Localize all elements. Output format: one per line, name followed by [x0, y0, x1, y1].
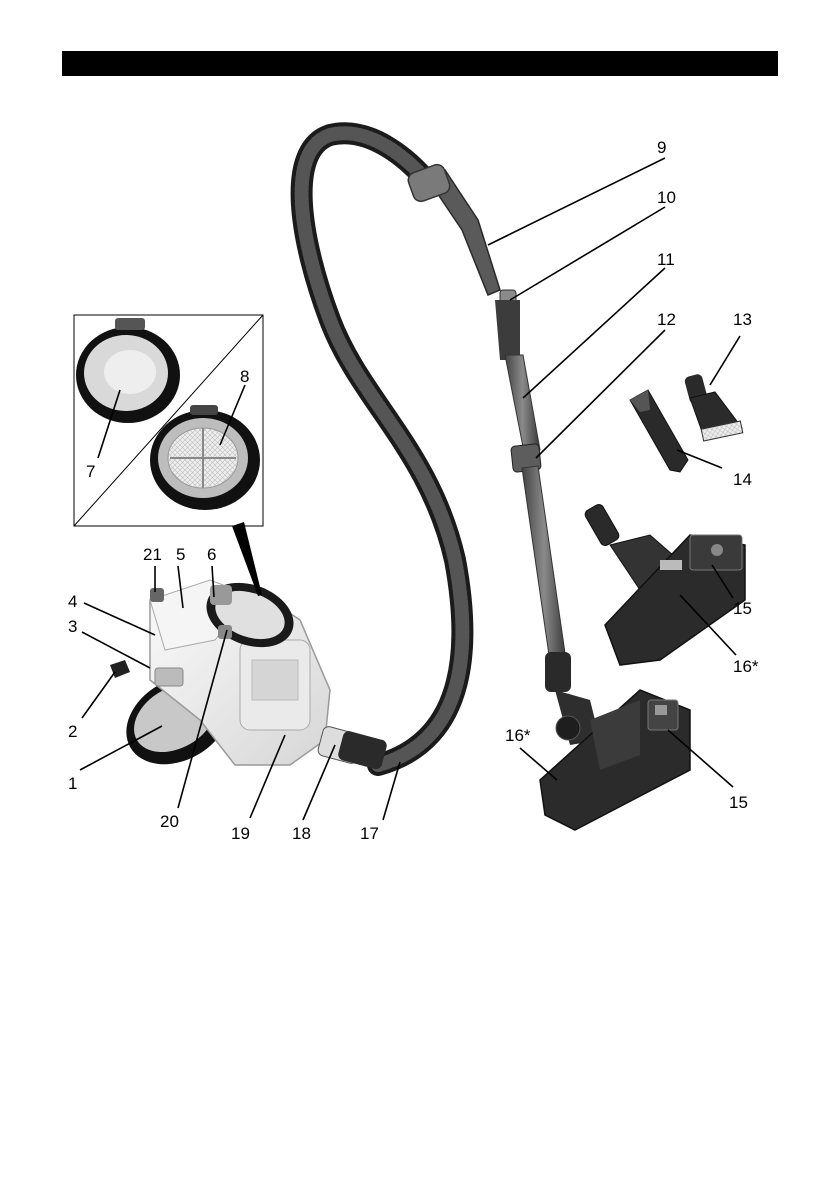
crevice-nozzle — [630, 390, 688, 472]
callout-18: 18 — [292, 824, 311, 843]
callout-7: 7 — [86, 462, 95, 481]
callout-3: 3 — [68, 617, 77, 636]
callout-14: 14 — [733, 470, 752, 489]
filter-inset — [74, 315, 263, 526]
floor-nozzle-attached — [540, 690, 690, 830]
callout-5: 5 — [176, 545, 185, 564]
telescopic-tube — [505, 355, 571, 692]
suction-hose — [302, 133, 520, 765]
callout-1: 1 — [68, 774, 77, 793]
callout-15-lower: 15 — [729, 793, 748, 812]
callout-15-upper: 15 — [733, 599, 752, 618]
callout-21: 21 — [143, 545, 162, 564]
callout-16-upper: 16* — [733, 657, 759, 676]
vacuum-body — [110, 571, 388, 782]
callout-12: 12 — [657, 310, 676, 329]
upholstery-nozzle — [684, 373, 743, 441]
callout-4: 4 — [68, 592, 77, 611]
callout-10: 10 — [657, 188, 676, 207]
callout-8: 8 — [240, 367, 249, 386]
callout-11: 11 — [657, 250, 675, 269]
callout-16-lower: 16* — [505, 726, 531, 745]
callout-17: 17 — [360, 824, 379, 843]
callout-13: 13 — [733, 310, 752, 329]
callout-20: 20 — [160, 812, 179, 831]
callout-2: 2 — [68, 722, 77, 741]
callout-9: 9 — [657, 138, 666, 157]
callout-6: 6 — [207, 545, 216, 564]
floor-nozzle-detached — [583, 503, 745, 665]
callout-19: 19 — [231, 824, 250, 843]
